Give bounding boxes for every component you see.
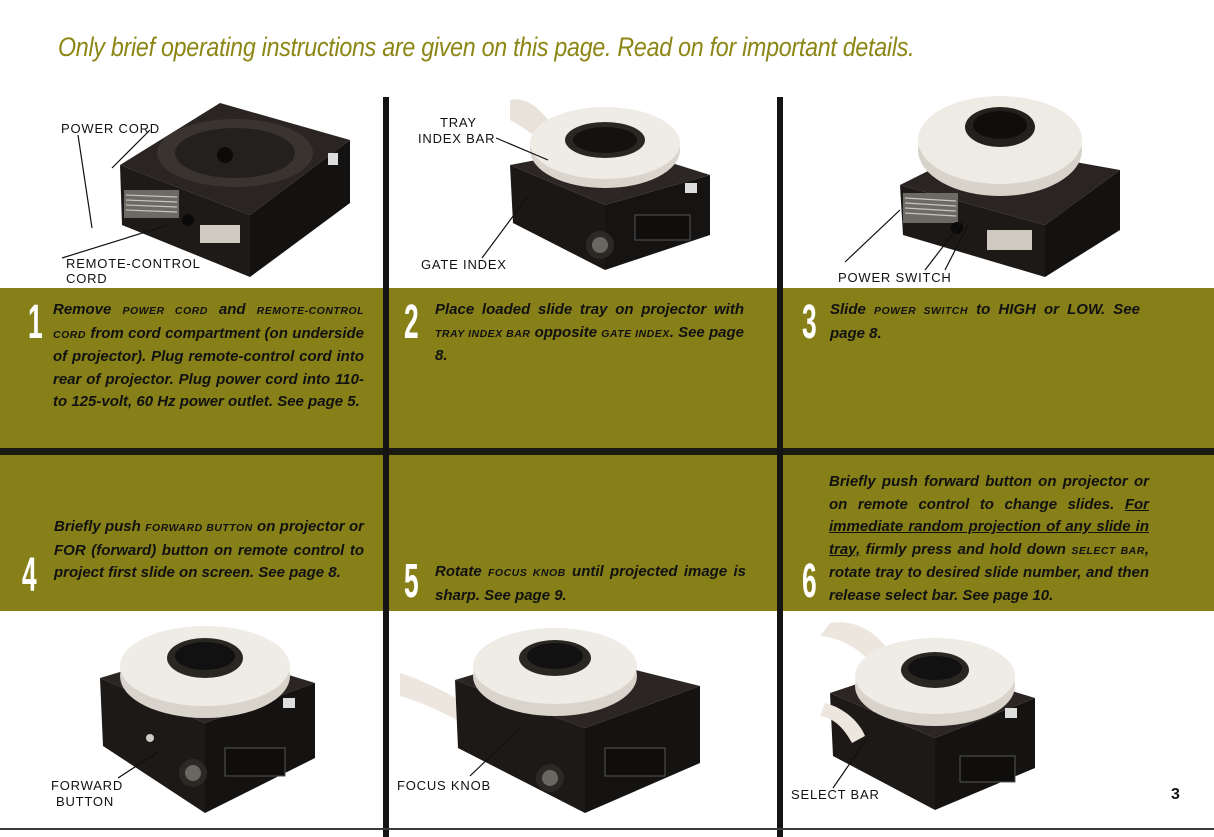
label-forward-line1: FORWARD bbox=[51, 778, 124, 793]
step-segment: , rotate tray to desired slide number, a… bbox=[829, 540, 1149, 604]
step-segment: opposite bbox=[530, 323, 602, 341]
step-segment: from cord compartment (on underside of p… bbox=[53, 324, 364, 411]
label-select-bar: SELECT BAR bbox=[791, 787, 880, 802]
step-segment: firmly press and hold down bbox=[860, 540, 1072, 558]
label-tray: TRAY bbox=[440, 115, 477, 130]
label-remote-control-cord-line2: CORD bbox=[66, 271, 108, 286]
step-text-6: Briefly push forward button on projector… bbox=[829, 471, 1149, 607]
step-number-3: 3 bbox=[802, 296, 817, 349]
olive-band-top bbox=[0, 288, 1214, 448]
step-segment: . See page 8. bbox=[435, 323, 744, 365]
step-term: FOCUS KNOB bbox=[487, 567, 566, 579]
label-remote-control-cord-line1: REMOTE-CONTROL bbox=[66, 256, 201, 271]
step-number-6: 6 bbox=[802, 555, 817, 608]
step-segment: Briefly push bbox=[54, 518, 146, 535]
step-segment: Place loaded slide tray on projector wit… bbox=[435, 301, 744, 318]
step-text-3: Slide POWER SWITCH to HIGH or LOW. See p… bbox=[830, 299, 1140, 345]
step-text-1: Remove POWER CORD and REMOTE-CONTROL COR… bbox=[53, 299, 364, 414]
page-headline: Only brief operating instructions are gi… bbox=[58, 32, 915, 62]
projector-photo-5 bbox=[400, 628, 700, 813]
step-term: POWER SWITCH bbox=[873, 305, 968, 317]
olive-band-bottom bbox=[0, 455, 1214, 611]
horizontal-divider bbox=[0, 448, 1214, 455]
column-divider-right bbox=[777, 97, 783, 837]
column-divider-left bbox=[383, 97, 389, 837]
step-segment: Rotate bbox=[435, 563, 488, 580]
label-power-switch: POWER SWITCH bbox=[838, 270, 952, 285]
step-segment: Remove bbox=[53, 301, 123, 318]
projector-photo-1 bbox=[120, 103, 350, 277]
label-forward-line2: BUTTON bbox=[56, 794, 115, 809]
step-term: GATE INDEX bbox=[601, 327, 670, 340]
step-term: SELECT BAR bbox=[1071, 544, 1145, 557]
label-focus-knob: FOCUS KNOB bbox=[397, 778, 491, 793]
step-number-2: 2 bbox=[404, 296, 419, 349]
step-text-5: Rotate FOCUS KNOB until projected image … bbox=[435, 561, 746, 607]
step-number-4: 4 bbox=[22, 549, 37, 602]
step-segment: and bbox=[207, 301, 257, 318]
step-segment: to HIGH or LOW. See page 8. bbox=[830, 301, 1141, 342]
projector-photo-2 bbox=[510, 99, 710, 270]
step-number-1: 1 bbox=[28, 296, 43, 349]
page-number: 3 bbox=[1171, 786, 1180, 803]
step-segment: Briefly push forward button on projector… bbox=[829, 473, 1149, 513]
step-text-2: Place loaded slide tray on projector wit… bbox=[435, 299, 744, 368]
projector-photo-6 bbox=[820, 622, 1035, 810]
step-segment: on projector or FOR (forward) button on … bbox=[54, 518, 364, 581]
step-term: POWER CORD bbox=[122, 305, 208, 317]
step-term: TRAY INDEX BAR bbox=[435, 327, 531, 340]
label-gate-index: GATE INDEX bbox=[421, 257, 507, 272]
label-power-cord: POWER CORD bbox=[61, 121, 160, 136]
step-term: FORWARD BUTTON bbox=[145, 522, 253, 534]
bottom-rule bbox=[0, 828, 1214, 830]
step-term: REMOTE-CONTROL CORD bbox=[53, 305, 364, 341]
projector-photo-3 bbox=[900, 96, 1120, 277]
step-emphasis: For immediate random projection of any s… bbox=[829, 495, 1149, 558]
step-segment: until projected image is sharp. See page… bbox=[435, 563, 746, 604]
step-number-5: 5 bbox=[404, 555, 419, 608]
projector-photo-4 bbox=[100, 626, 315, 813]
step-text-4: Briefly push FORWARD BUTTON on projector… bbox=[54, 516, 364, 585]
label-index-bar: INDEX BAR bbox=[418, 131, 496, 146]
step-segment: Slide bbox=[830, 301, 874, 318]
